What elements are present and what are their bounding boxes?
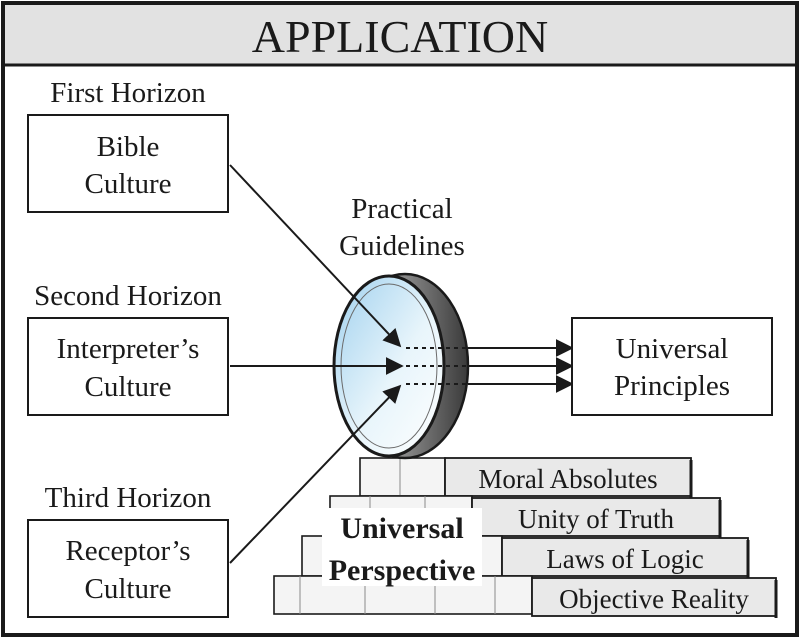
universal-principles-line2: Principles — [614, 370, 730, 402]
universal-principles-box — [571, 317, 773, 416]
receptor-culture-box — [27, 519, 229, 618]
step-4-face — [531, 577, 777, 617]
step-laws-of-logic: Laws of Logic — [546, 544, 703, 574]
step-moral-absolutes: Moral Absolutes — [478, 464, 657, 494]
universal-perspective-line2: Perspective — [329, 554, 476, 587]
step-3-face — [501, 537, 749, 577]
step-unity-of-truth: Unity of Truth — [518, 504, 675, 534]
first-horizon-heading: First Horizon — [50, 77, 206, 109]
second-horizon-heading: Second Horizon — [34, 280, 222, 312]
bible-culture-line2: Culture — [85, 168, 172, 200]
interpreter-culture-box — [27, 317, 229, 416]
step-1-side — [359, 457, 446, 497]
diagram-title: APPLICATION — [252, 11, 548, 62]
universal-perspective-bg — [322, 508, 482, 586]
receptor-culture-line1: Receptor’s — [65, 535, 190, 567]
interpreter-culture-line2: Culture — [85, 371, 172, 403]
interpreter-culture-line1: Interpreter’s — [57, 333, 200, 365]
bible-culture-line1: Bible — [97, 131, 160, 163]
universal-principles-line1: Universal — [616, 333, 729, 365]
practical-guidelines-line1: Practical — [351, 193, 452, 225]
universal-perspective-line1: Universal — [340, 512, 463, 545]
practical-guidelines-line2: Guidelines — [339, 230, 465, 262]
receptor-culture-line2: Culture — [85, 573, 172, 605]
third-horizon-heading: Third Horizon — [45, 482, 212, 514]
step-objective-reality: Objective Reality — [559, 584, 749, 614]
title-band — [5, 5, 795, 65]
bible-culture-box — [27, 114, 229, 213]
arrow-third-horizon — [229, 384, 402, 564]
arrow-first-horizon — [229, 164, 402, 348]
